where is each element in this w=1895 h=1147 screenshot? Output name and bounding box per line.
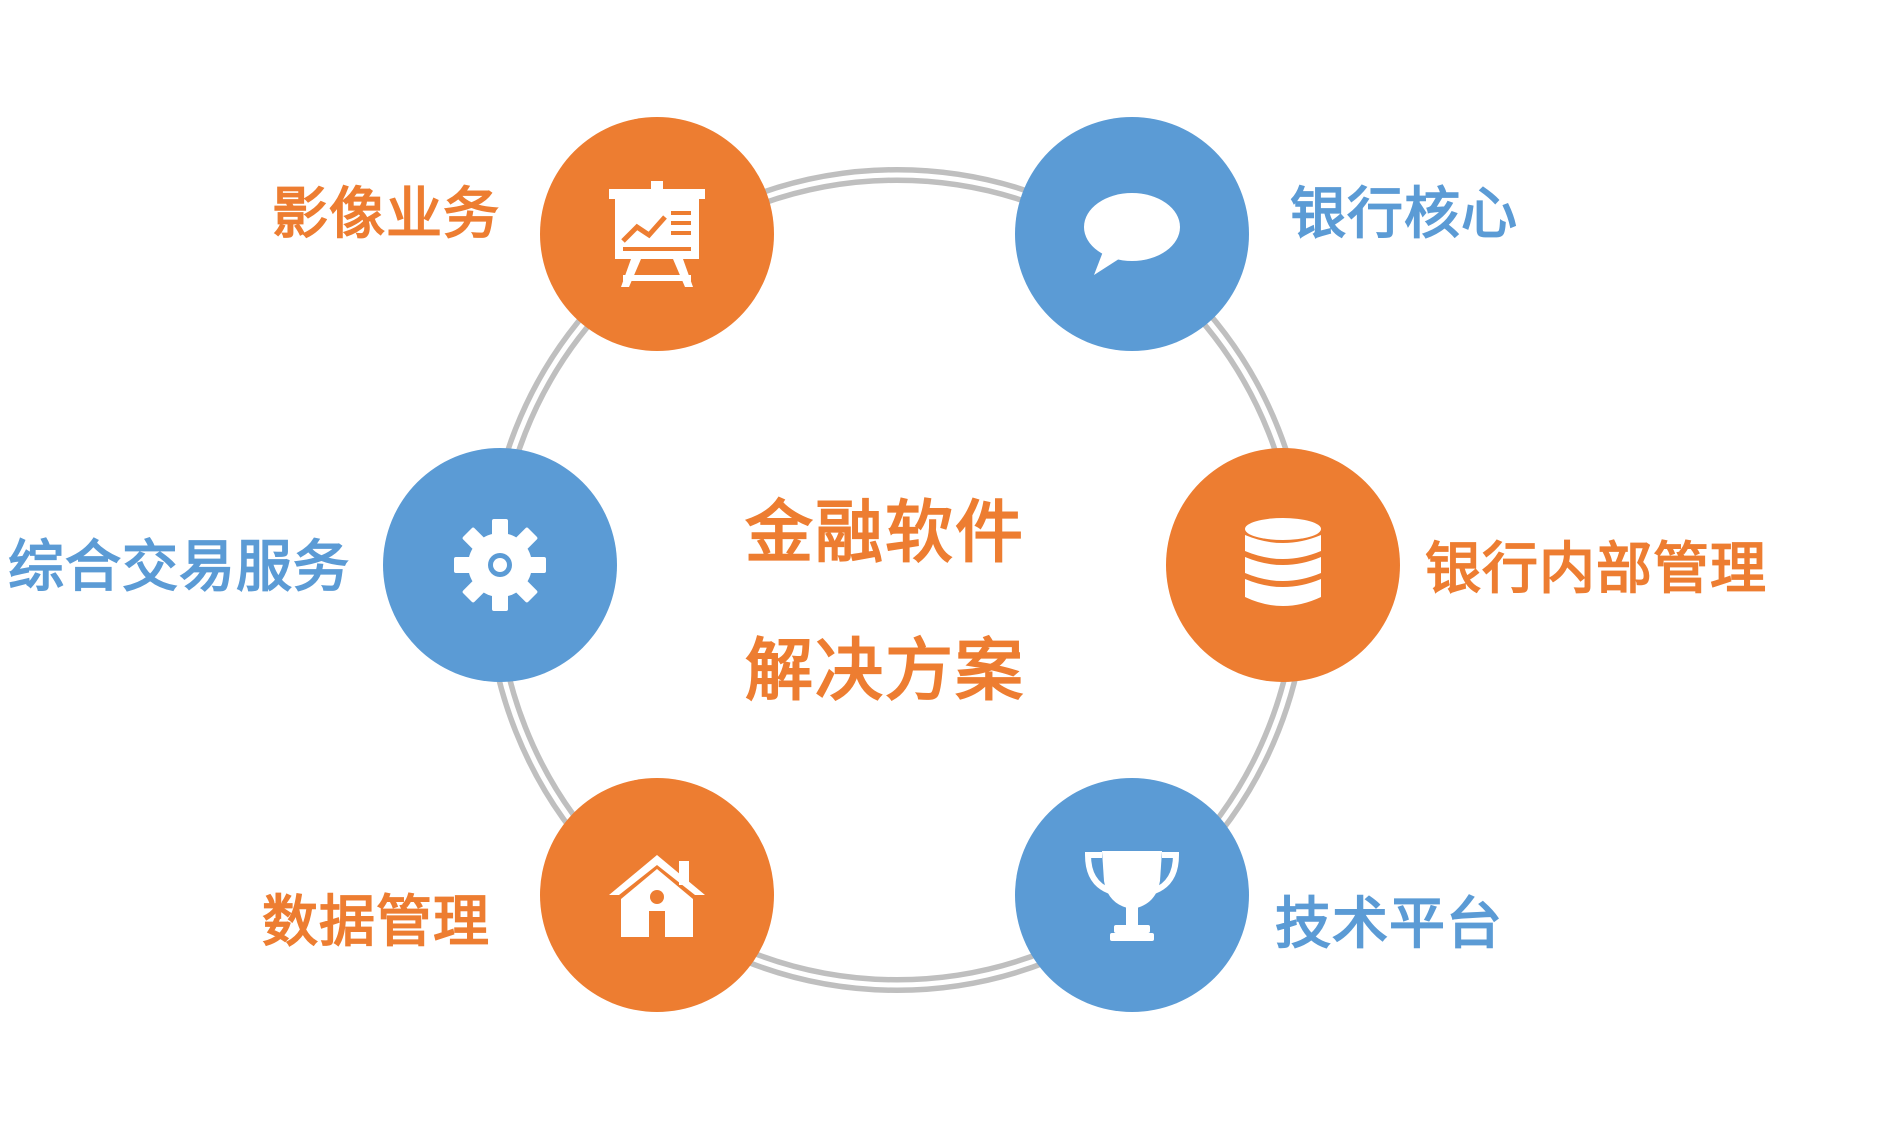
node-trading xyxy=(383,448,617,682)
label-imaging: 影像业务 xyxy=(272,182,500,247)
node-data xyxy=(540,778,774,1012)
presentation-board-icon xyxy=(609,181,705,287)
label-platform: 技术平台 xyxy=(1275,892,1503,957)
label-data: 数据管理 xyxy=(262,890,490,955)
center-title: 金融软件 解决方案 xyxy=(745,465,1065,741)
label-trading: 综合交易服务 xyxy=(8,535,350,600)
trophy-icon xyxy=(1084,851,1180,941)
node-internal xyxy=(1166,448,1400,682)
gear-icon xyxy=(454,519,546,611)
node-imaging xyxy=(540,117,774,351)
node-platform xyxy=(1015,778,1249,1012)
center-title-line2: 解决方案 xyxy=(745,632,1026,711)
speech-bubble-icon xyxy=(1084,193,1180,275)
house-icon xyxy=(609,855,705,937)
label-internal: 银行内部管理 xyxy=(1425,537,1767,602)
database-icon xyxy=(1245,518,1321,606)
center-title-line1: 金融软件 xyxy=(745,494,1026,573)
node-core xyxy=(1015,117,1249,351)
label-core: 银行核心 xyxy=(1290,182,1518,247)
